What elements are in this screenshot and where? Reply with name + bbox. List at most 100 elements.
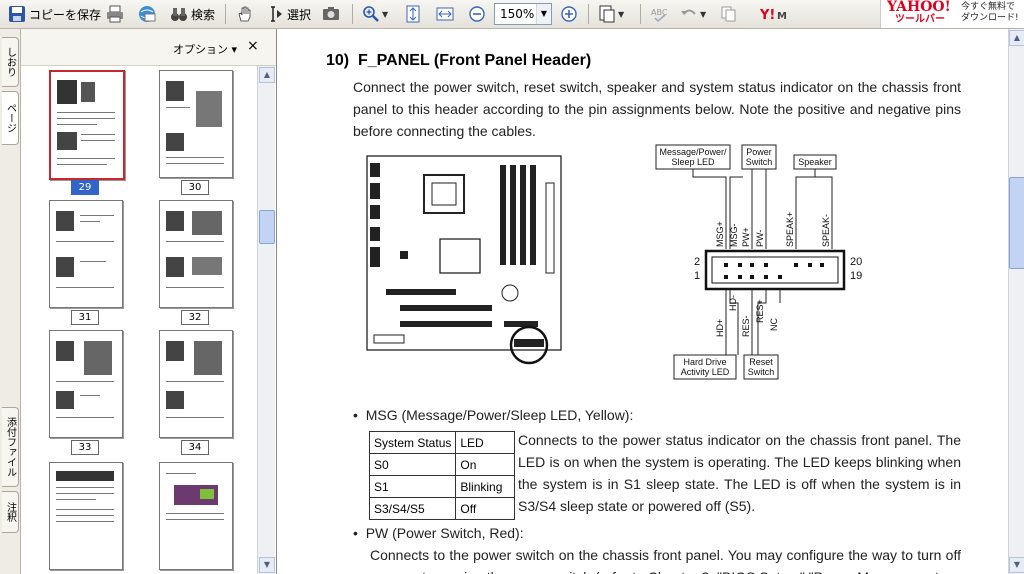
copy-icon (721, 6, 736, 22)
pin-label-hd-plus: HD+ (715, 319, 725, 337)
bullet-dot: • (353, 525, 366, 541)
pin-label-nc: NC (769, 318, 779, 331)
page-thumbnail[interactable] (49, 330, 123, 438)
print-button[interactable] (106, 3, 124, 25)
tab-bookmarks[interactable]: しおり (2, 37, 19, 87)
hand-tool-button[interactable] (236, 3, 254, 25)
yahoo-promo-text: 今すぐ無料で ダウンロード! (961, 2, 1019, 24)
table-cell: Blinking (455, 475, 516, 498)
table-cell: Off (455, 497, 516, 520)
page-thumbnail[interactable] (49, 70, 125, 180)
pin-label-res-plus: RES+ (755, 299, 765, 323)
yahoo-logo-icon: Y!M (760, 8, 787, 23)
document-scrollbar[interactable]: ▲ ▼ (1008, 29, 1024, 574)
pin-number-1: 1 (694, 270, 700, 282)
msg-box-label-2: Sleep LED (671, 157, 715, 167)
chevron-down-icon[interactable]: ▼ (618, 9, 625, 19)
save-copy-button[interactable]: コピーを保存 (8, 3, 101, 25)
scrollbar-thumb[interactable] (1009, 177, 1024, 269)
page-number-label: 31 (71, 310, 99, 325)
zoom-level-input[interactable]: 150% ▼ (494, 3, 552, 25)
snapshot-button[interactable] (322, 3, 340, 25)
pages-pane: オプション ▾ × 29 30 (21, 29, 277, 574)
pin-number-19: 19 (850, 270, 862, 282)
fit-width-button[interactable] (436, 3, 454, 25)
email-button[interactable] (138, 3, 156, 25)
options-menu-button[interactable]: オプション ▾ (173, 43, 238, 56)
table-row: S1 Blinking (368, 475, 516, 498)
pin-label-hd-minus: HD- (728, 295, 738, 311)
power-box-label-1: Power (746, 147, 772, 157)
zoom-level-value: 150% (500, 7, 535, 21)
pin-label-res-minus: RES- (741, 315, 751, 337)
page-thumbnail[interactable] (49, 200, 123, 308)
page-number-label: 33 (71, 440, 99, 455)
save-copy-label: コピーを保存 (29, 7, 102, 22)
binoculars-icon (171, 8, 187, 21)
fit-page-button[interactable] (404, 3, 422, 25)
msg-description: Connects to the power status indicator o… (518, 432, 961, 514)
page-layout-icon (599, 5, 615, 23)
page-number-label: 32 (181, 310, 209, 325)
table-row: S3/S4/S5 Off (368, 497, 516, 520)
scroll-up-arrow-icon[interactable]: ▲ (1009, 30, 1024, 46)
page-layout-button[interactable]: ▼ (598, 3, 624, 25)
page-number-label: 34 (181, 440, 209, 455)
hd-box-label-1: Hard Drive (683, 357, 726, 367)
zoom-out-button[interactable] (468, 3, 486, 25)
chevron-down-icon[interactable]: ▼ (700, 9, 707, 19)
undo-icon (681, 9, 696, 15)
tab-attachments[interactable]: 添付ファイル (2, 407, 19, 487)
select-tool-button[interactable]: 選択 (266, 3, 311, 25)
svg-text:ABC: ABC (651, 8, 668, 17)
yahoo-toolbar-label: ツールバー (895, 14, 945, 25)
table-cell: S1 (368, 475, 457, 498)
spellcheck-button[interactable]: ABC (650, 3, 668, 25)
page-thumbnail[interactable] (159, 330, 233, 438)
toolbar: コピーを保存 検索 選択 ▼ 150% ▼ ▼ (0, 0, 1024, 29)
intro-paragraph: Connect the power switch, reset switch, … (353, 79, 961, 139)
zoom-tool-button[interactable]: ▼ (362, 3, 388, 25)
toolbar-separator (588, 4, 589, 24)
zoom-in-button[interactable] (560, 3, 578, 25)
search-label: 検索 (191, 7, 216, 22)
power-box-label-2: Switch (746, 157, 773, 167)
tab-pages[interactable]: ページ (2, 91, 19, 145)
page-thumbnail[interactable] (159, 70, 233, 178)
table-cell: S0 (368, 453, 457, 476)
document-view: 10) F_PANEL (Front Panel Header) Connect… (278, 29, 1008, 574)
fit-width-icon (436, 7, 454, 21)
section-title: F_PANEL (Front Panel Header) (358, 52, 592, 69)
copy-button[interactable] (720, 3, 738, 25)
scroll-down-arrow-icon[interactable]: ▼ (259, 557, 275, 573)
chevron-down-icon[interactable]: ▼ (382, 9, 389, 19)
close-pane-button[interactable]: × (247, 38, 259, 54)
reset-box-label-1: Reset (749, 357, 773, 367)
chevron-down-icon[interactable]: ▼ (536, 4, 551, 24)
hand-icon (238, 6, 251, 22)
pin-assignment-diagram: Message/Power/ Sleep LED Power Switch Sp… (655, 144, 862, 380)
tab-comments[interactable]: 注釈 (2, 491, 19, 533)
table-header-cell: System Status (368, 431, 457, 454)
scroll-up-arrow-icon[interactable]: ▲ (259, 67, 275, 83)
undo-button[interactable]: ▼ (680, 3, 706, 25)
svg-text:Y!: Y! (760, 8, 775, 23)
pin-number-20: 20 (850, 256, 862, 268)
pin-label-msg-minus: MSG- (729, 223, 739, 247)
scrollbar-thumb[interactable] (259, 210, 275, 244)
svg-text:M: M (777, 11, 787, 22)
search-button[interactable]: 検索 (170, 3, 215, 25)
motherboard-diagram (366, 155, 562, 365)
page-thumbnail[interactable] (49, 462, 123, 570)
yahoo-toolbar-button[interactable]: Y!M (760, 3, 796, 25)
msg-bullet: • MSG (Message/Power/Sleep LED, Yellow): (353, 407, 633, 423)
page-thumbnail[interactable] (159, 462, 233, 570)
pin-label-pw-plus: PW+ (741, 227, 751, 247)
thumbnails-scrollbar[interactable]: ▲ ▼ (257, 66, 275, 574)
pages-pane-header: オプション ▾ × (21, 29, 276, 66)
page-thumbnail[interactable] (159, 200, 233, 308)
yahoo-banner[interactable]: YAHOO! ツールバー 今すぐ無料で ダウンロード! (880, 0, 1024, 28)
pw-bullet: • PW (Power Switch, Red): (353, 525, 524, 541)
scroll-down-arrow-icon[interactable]: ▼ (1009, 557, 1024, 573)
pw-bullet-text: PW (Power Switch, Red): (365, 525, 524, 541)
